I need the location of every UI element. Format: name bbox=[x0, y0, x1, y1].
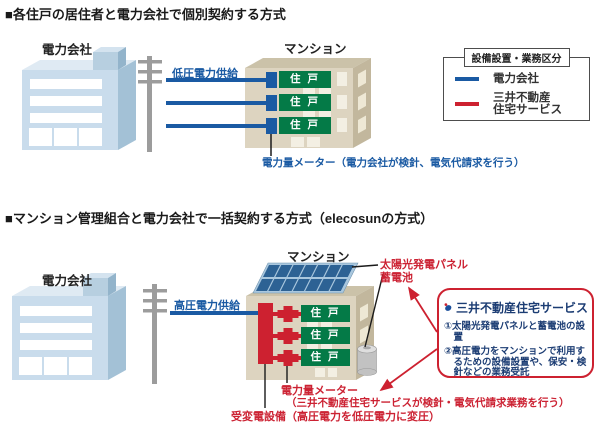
high-voltage-supply-label: 高圧電力供給 bbox=[174, 300, 240, 312]
storage-battery-cylinder-icon bbox=[357, 344, 377, 376]
unit-box-bottom-2: 住 戸 bbox=[301, 327, 350, 344]
power-company-label-top: 電力会社 bbox=[42, 43, 93, 57]
legend-label-mitsui-line2: 住宅サービス bbox=[493, 104, 562, 116]
mansion-label-bottom: マンション bbox=[287, 250, 350, 264]
high-voltage-power-line-icon bbox=[170, 311, 258, 315]
unit-box-bottom-1: 住 戸 bbox=[301, 305, 350, 322]
transformer-unit-icon bbox=[258, 303, 273, 364]
power-company-label-bottom: 電力会社 bbox=[42, 274, 93, 288]
service-box-item-2: ②高圧電力をマンションで利用するための設備設置や、保安・検針などの業務受託 bbox=[444, 346, 587, 378]
transformer-caption: 受変電設備（高圧電力を低圧電力に変圧） bbox=[231, 411, 440, 423]
legend-label-mitsui: 三井不動産 住宅サービス bbox=[493, 92, 562, 116]
section2-title: ■マンション管理組合と電力会社で一括契約する方式（elecosunの方式） bbox=[5, 211, 434, 226]
solar-battery-label: 太陽光発電パネル 蓄電池 bbox=[380, 259, 468, 285]
power-company-building-bottom-icon bbox=[12, 273, 126, 380]
section1-title: ■各住戸の居住者と電力会社で個別契約する方式 bbox=[5, 7, 286, 22]
service-box-arrows bbox=[379, 286, 438, 392]
legend-label-power-company: 電力会社 bbox=[493, 73, 539, 85]
electric-meters-top-icon bbox=[266, 72, 277, 134]
mansion-label-top: マンション bbox=[284, 42, 347, 56]
meter-caption-bottom-line1: 電力量メーター bbox=[281, 385, 358, 397]
utility-pole-bottom-icon bbox=[143, 284, 167, 384]
solar-panel-icon bbox=[252, 262, 359, 294]
service-box-header: 三井不動産住宅サービス bbox=[444, 299, 588, 316]
legend-item-power-company: 電力会社 bbox=[444, 73, 589, 85]
power-company-building-top-icon bbox=[22, 47, 136, 150]
meter-caption-bottom-line2: （三井不動産住宅サービスが検針・電気代請求業務を行う） bbox=[286, 397, 570, 409]
unit-box-top-2: 住 戸 bbox=[279, 94, 331, 111]
service-box-title: 三井不動産住宅サービス bbox=[455, 301, 588, 315]
unit-box-top-3: 住 戸 bbox=[279, 117, 331, 134]
legend-blue-line-icon bbox=[455, 77, 479, 81]
legend-label-mitsui-line1: 三井不動産 bbox=[493, 92, 551, 104]
legend-item-mitsui: 三井不動産 住宅サービス bbox=[444, 92, 589, 116]
legend-red-line-icon bbox=[455, 102, 479, 106]
legend-title: 設備設置・業務区分 bbox=[463, 48, 570, 67]
unit-box-top-1: 住 戸 bbox=[279, 71, 331, 88]
service-box-item-1: ①太陽光発電パネルと蓄電池の設置 bbox=[444, 321, 586, 343]
mitsui-fudosan-logo-icon bbox=[444, 303, 452, 311]
unit-box-bottom-3: 住 戸 bbox=[301, 349, 350, 366]
utility-pole-top-icon bbox=[138, 56, 162, 152]
legend-box: 設備設置・業務区分 電力会社 三井不動産 住宅サービス bbox=[443, 48, 590, 121]
low-voltage-supply-label: 低圧電力供給 bbox=[172, 68, 238, 80]
solar-label-line1: 太陽光発電パネル bbox=[380, 259, 468, 271]
low-voltage-power-lines-icon bbox=[166, 78, 266, 128]
solar-label-line2: 蓄電池 bbox=[380, 272, 413, 284]
meter-caption-top: 電力量メーター（電力会社が検針、電気代請求を行う） bbox=[262, 157, 525, 169]
pointer-lines-bottom bbox=[264, 264, 384, 408]
electric-meters-bottom-icon bbox=[273, 306, 302, 366]
service-box: 三井不動産住宅サービス ①太陽光発電パネルと蓄電池の設置 ②高圧電力をマンション… bbox=[437, 288, 594, 378]
